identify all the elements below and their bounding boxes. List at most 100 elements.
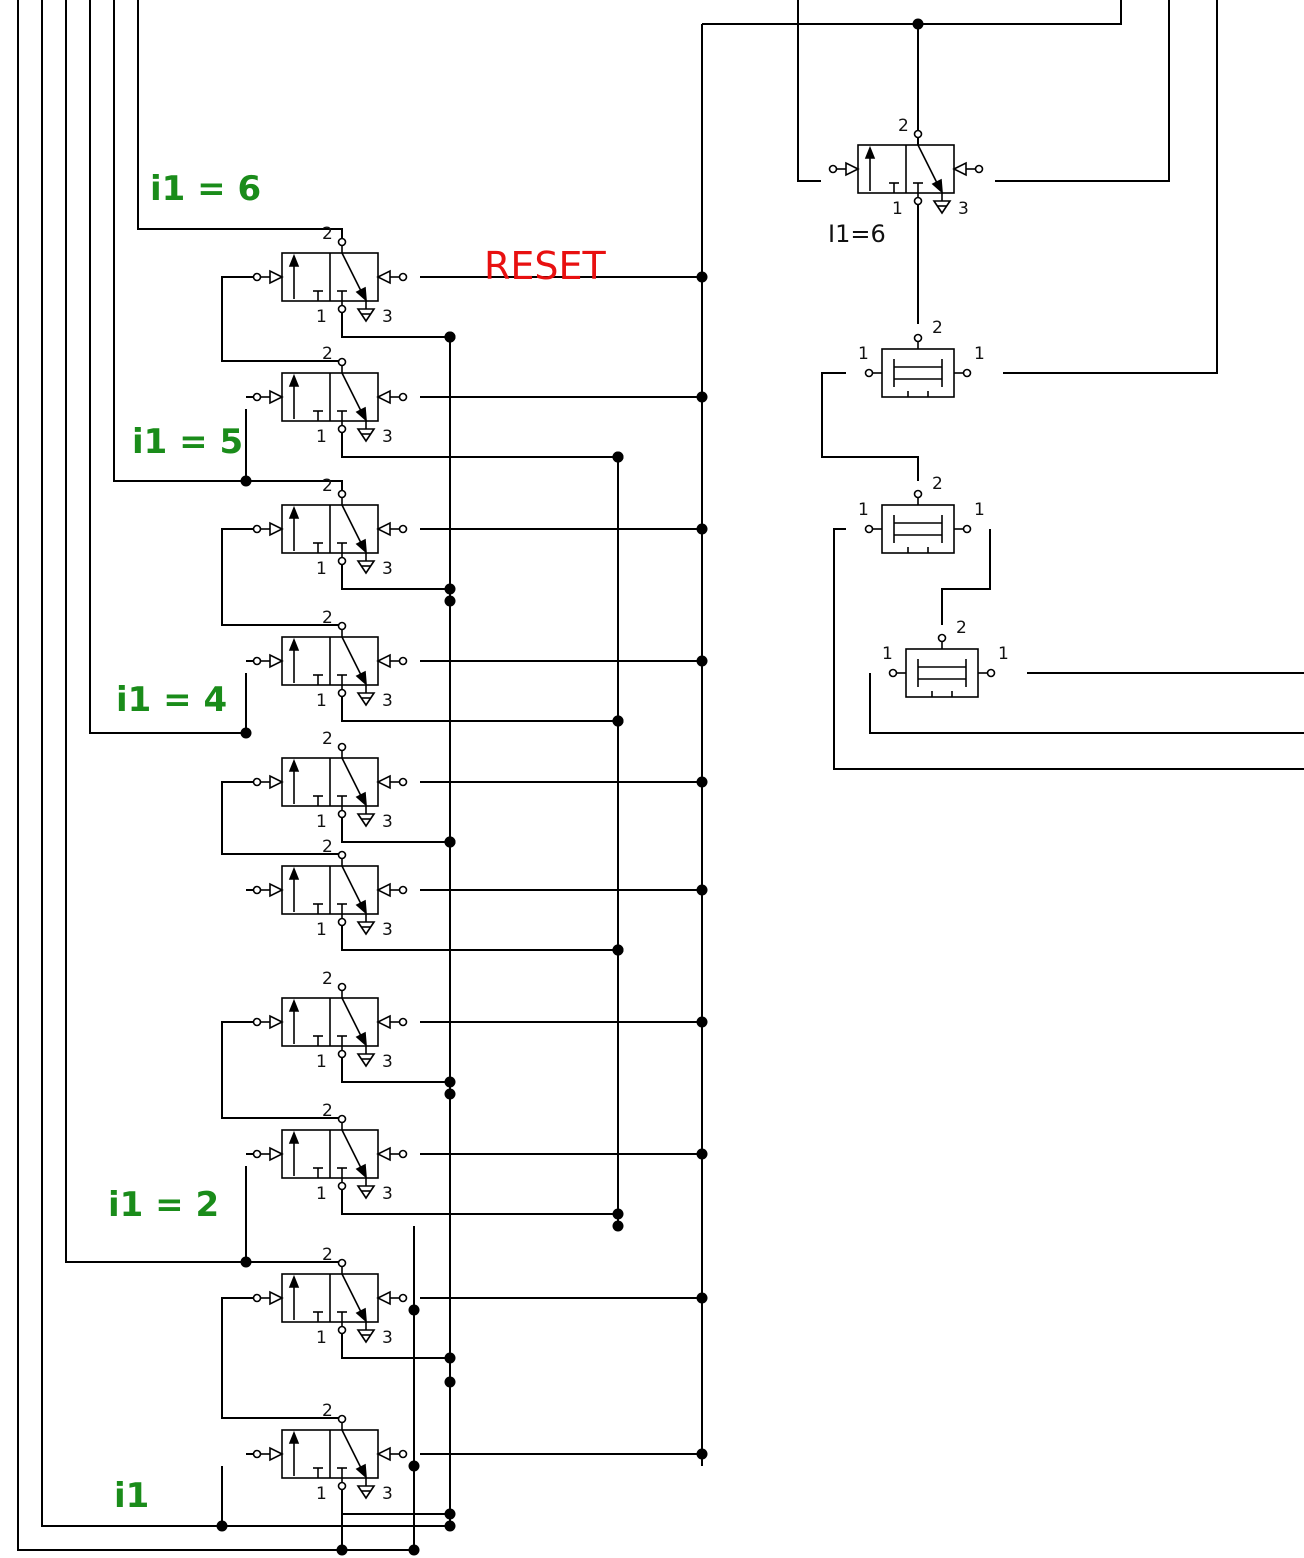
port-circle-icon — [252, 1293, 262, 1303]
port-circle-icon — [252, 1449, 262, 1459]
wire — [137, 0, 343, 242]
port-circle-icon — [937, 633, 947, 643]
junction-dot-icon — [240, 475, 252, 487]
junction-dot-icon — [444, 1376, 456, 1388]
junction-dot-icon — [912, 18, 924, 30]
port-circle-icon — [864, 524, 874, 534]
port-circle-icon — [398, 777, 408, 787]
port-label-2: 2 — [322, 1401, 333, 1421]
junction-dot-icon — [696, 1292, 708, 1304]
port-circle-icon — [962, 524, 972, 534]
port-label-1: 1 — [998, 644, 1009, 664]
wire — [941, 529, 991, 625]
port-circle-icon — [252, 392, 262, 402]
port-circle-icon — [398, 272, 408, 282]
wire — [821, 372, 919, 481]
junction-dot-icon — [696, 655, 708, 667]
junction-dot-icon — [444, 1088, 456, 1100]
junction-dot-icon — [240, 1256, 252, 1268]
port-circle-icon — [337, 304, 347, 314]
port-circle-icon — [913, 196, 923, 206]
labels: RESET i1 = 6 i1 = 5 i1 = 4 i1 = 2 i1 I1=… — [108, 169, 886, 1516]
port-label-3: 3 — [382, 812, 393, 832]
junction-dot-icon — [696, 1148, 708, 1160]
wire — [341, 814, 450, 843]
junction-dot-icon — [612, 1208, 624, 1220]
port-circle-icon — [398, 1149, 408, 1159]
port-circle-icon — [398, 656, 408, 666]
port-circle-icon — [252, 1017, 262, 1027]
port-circle-icon — [337, 1181, 347, 1191]
port-label-1: 1 — [316, 307, 327, 327]
junction-dot-icon — [612, 451, 624, 463]
valve-3-2-icon — [252, 1258, 408, 1344]
port-label-1: 1 — [316, 1052, 327, 1072]
port-circle-icon — [337, 621, 347, 631]
port-circle-icon — [398, 1293, 408, 1303]
junction-dot-icon — [408, 1460, 420, 1472]
wire — [17, 0, 414, 1551]
port-circle-icon — [337, 917, 347, 927]
port-circle-icon — [828, 164, 838, 174]
junction-dot-icon — [408, 1544, 420, 1556]
wire — [341, 1486, 450, 1515]
junction-dot-icon — [336, 1544, 348, 1556]
junction-dot-icon — [240, 727, 252, 739]
valve-3-2-icon — [252, 1114, 408, 1200]
port-circle-icon — [913, 333, 923, 343]
top-valve-label: I1=6 — [828, 220, 886, 248]
wire — [1003, 0, 1218, 374]
wire — [869, 673, 1304, 734]
junction-dot-icon — [444, 331, 456, 343]
valve-3-2-icon — [252, 982, 408, 1068]
port-label-1: 1 — [974, 344, 985, 364]
shuttle-valve-icon — [864, 489, 972, 554]
port-circle-icon — [337, 688, 347, 698]
valve-3-2-icon — [252, 237, 408, 323]
port-label-2: 2 — [322, 729, 333, 749]
junction-dot-icon — [444, 583, 456, 595]
port-circle-icon — [252, 1149, 262, 1159]
wire — [797, 0, 821, 182]
junction-dot-icon — [612, 944, 624, 956]
valve-3-2-icon — [828, 129, 984, 215]
port-circle-icon — [337, 237, 347, 247]
valve-3-2-icon — [252, 1414, 408, 1500]
junction-dot-icon — [696, 1016, 708, 1028]
port-circle-icon — [252, 272, 262, 282]
port-circle-icon — [337, 556, 347, 566]
port-circle-icon — [913, 489, 923, 499]
port-label-1: 1 — [858, 500, 869, 520]
port-label-2: 2 — [322, 837, 333, 857]
port-label-3: 3 — [382, 559, 393, 579]
port-circle-icon — [252, 656, 262, 666]
port-label-3: 3 — [382, 1484, 393, 1504]
wire — [341, 693, 618, 722]
junction-dot-icon — [444, 1520, 456, 1532]
wire — [341, 1330, 450, 1359]
port-circle-icon — [252, 885, 262, 895]
port-label-3: 3 — [382, 1052, 393, 1072]
port-circle-icon — [337, 982, 347, 992]
port-label-1: 1 — [858, 344, 869, 364]
port-label-2: 2 — [932, 318, 943, 338]
junction-dot-icon — [612, 1220, 624, 1232]
port-circle-icon — [337, 1325, 347, 1335]
port-circle-icon — [398, 885, 408, 895]
port-circle-icon — [337, 1481, 347, 1491]
junction-dot-icon — [696, 1448, 708, 1460]
condition-label-6: i1 = 6 — [150, 169, 261, 209]
wire — [833, 528, 1304, 770]
wire — [341, 309, 450, 338]
port-circle-icon — [337, 424, 347, 434]
wire — [89, 0, 246, 734]
port-circle-icon — [888, 668, 898, 678]
port-label-3: 3 — [382, 307, 393, 327]
port-circle-icon — [337, 489, 347, 499]
condition-label-4: i1 = 4 — [116, 680, 227, 720]
port-label-1: 1 — [882, 644, 893, 664]
port-circle-icon — [252, 777, 262, 787]
port-label-1: 1 — [316, 1484, 327, 1504]
wire — [341, 429, 618, 458]
